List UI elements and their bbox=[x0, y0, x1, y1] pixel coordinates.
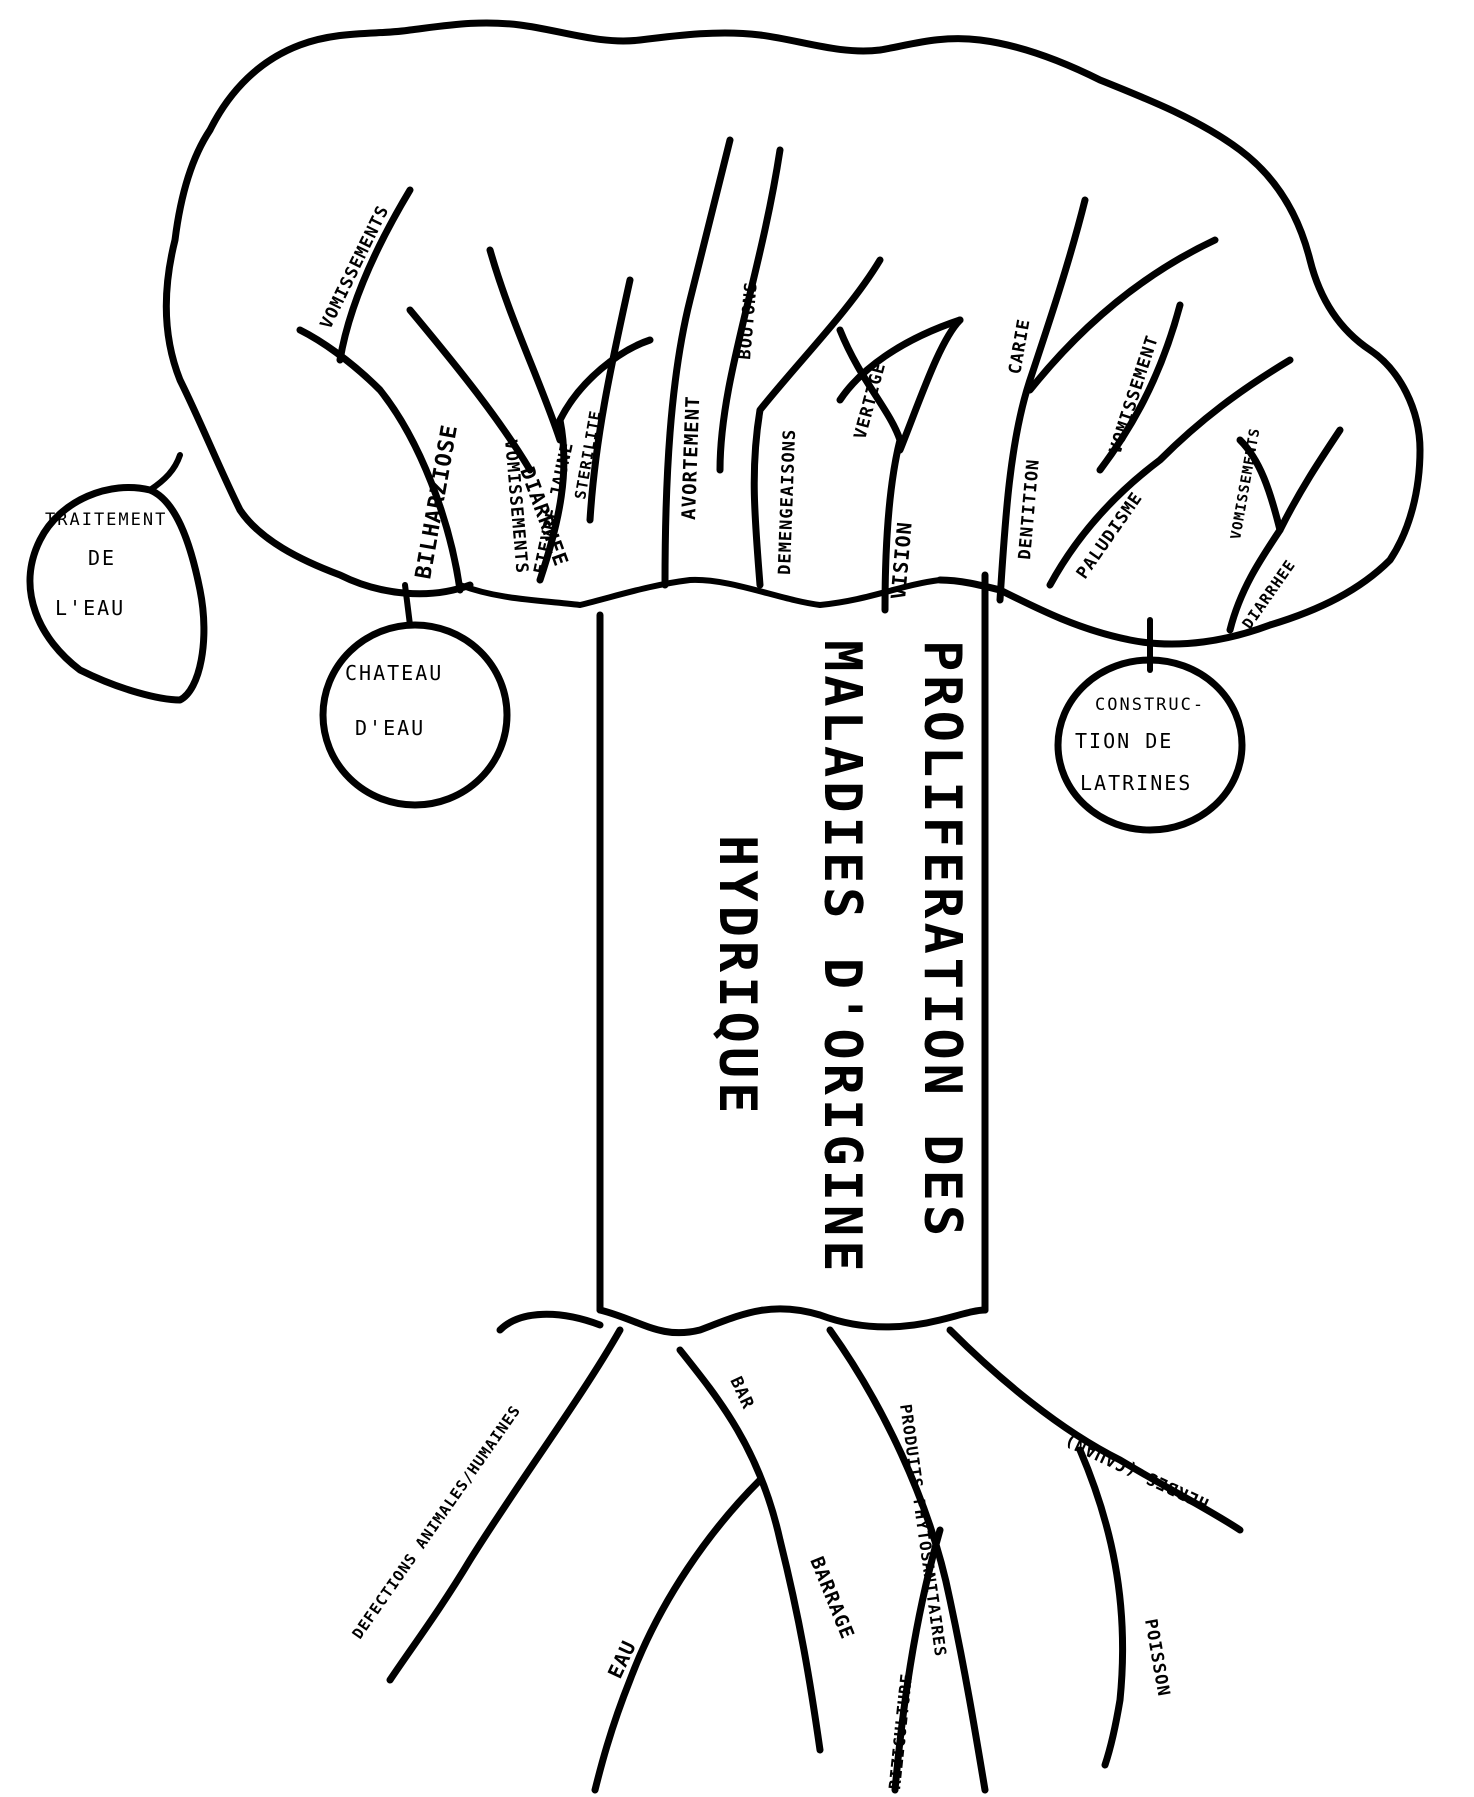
fruit2-line1: CHATEAU bbox=[345, 661, 443, 685]
roots bbox=[390, 1314, 1240, 1790]
label-demengeaisons: DEMENGEAISONS bbox=[775, 429, 800, 576]
branch-vomissements-2 bbox=[490, 250, 560, 440]
label-bar: BAR bbox=[725, 1374, 757, 1413]
label-vomissements-3: VOMISSEMENTS bbox=[1228, 426, 1263, 540]
root-poisson bbox=[1080, 1450, 1123, 1765]
canopy-base bbox=[460, 580, 940, 605]
trunk-title: PROLIFERATION DES MALADIES D'ORIGINE HYD… bbox=[707, 640, 972, 1276]
branch-carie bbox=[1030, 240, 1215, 390]
trunk-title-line3: HYDRIQUE bbox=[707, 835, 767, 1117]
fruit3-line1: CONSTRUC- bbox=[1095, 695, 1205, 715]
fruit1-line2: DE bbox=[88, 546, 116, 570]
branch-sterilite bbox=[590, 280, 630, 520]
branch-labels: VOMISSEMENTS BILHARZIOSE DIARRHEE VOMISS… bbox=[317, 202, 1300, 632]
fruit3-line3: LATRINES bbox=[1080, 771, 1192, 795]
label-riziculture: RIZICULTURE bbox=[885, 1672, 916, 1790]
label-carie: CARIE bbox=[1005, 317, 1034, 376]
label-poisson: POISSON bbox=[1140, 1617, 1173, 1698]
fruit1-line3: L'EAU bbox=[55, 596, 125, 620]
label-herbes: HERBES (CAUAN) bbox=[1061, 1429, 1212, 1514]
label-avortement: AVORTEMENT bbox=[678, 395, 704, 520]
fruit3-line2: TION DE bbox=[1075, 729, 1173, 753]
label-boutons: BOUTONS bbox=[735, 280, 762, 360]
fruit-chateau-deau bbox=[323, 625, 507, 805]
branch-dentition bbox=[1000, 200, 1085, 600]
label-vomissement: VOMISSEMENT bbox=[1106, 333, 1163, 457]
fruit2-line2: D'EAU bbox=[355, 716, 425, 740]
label-barrage: BARRAGE bbox=[805, 1554, 858, 1643]
label-dentition: DENTITION bbox=[1015, 458, 1044, 560]
root-defections bbox=[390, 1330, 620, 1680]
root-eau bbox=[595, 1480, 760, 1790]
trunk-title-line1: PROLIFERATION DES bbox=[912, 640, 972, 1240]
root-labels: DEFECTIONS ANIMALES/HUMAINES BAR BARRAGE… bbox=[349, 1374, 1213, 1791]
root-defections-top bbox=[500, 1314, 600, 1330]
trunk-title-line2: MALADIES D'ORIGINE bbox=[812, 640, 872, 1276]
branches bbox=[300, 140, 1340, 630]
label-vertige: VERTIGE bbox=[851, 360, 891, 441]
fruit1-line1: TRAITEMENT bbox=[45, 510, 167, 530]
trunk-bottom bbox=[600, 1309, 985, 1333]
